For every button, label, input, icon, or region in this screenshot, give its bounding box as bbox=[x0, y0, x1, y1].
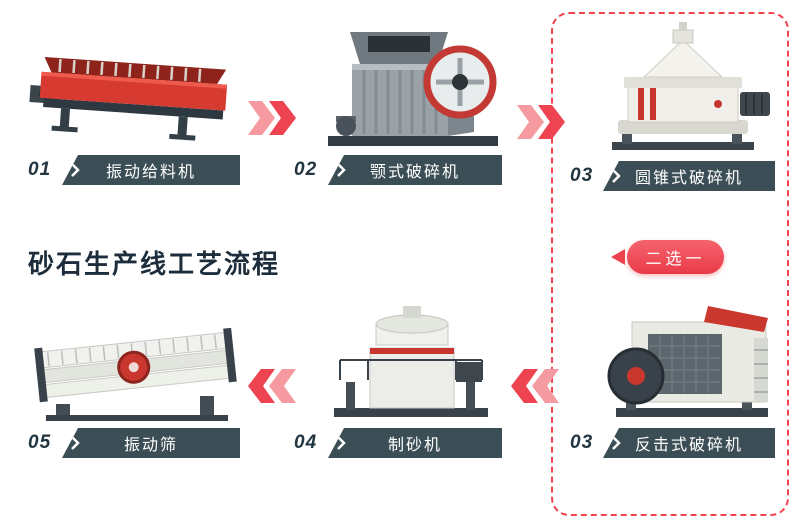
step-number: 04 bbox=[294, 432, 318, 453]
flow-arrow-right-icon bbox=[516, 103, 566, 141]
alternative-choice-outline bbox=[551, 12, 789, 516]
step-label-ribbon: 制砂机 bbox=[328, 428, 502, 458]
sand-making-machine-illustration bbox=[316, 298, 503, 425]
flow-arrow-left-icon bbox=[510, 367, 560, 405]
chevron-right-icon bbox=[337, 436, 346, 450]
step-label-ribbon: 反击式破碎机 bbox=[603, 428, 775, 458]
step-label-ribbon: 颚式破碎机 bbox=[328, 155, 502, 185]
step-label-ribbon: 振动给料机 bbox=[62, 155, 240, 185]
step-label-ribbon: 圆锥式破碎机 bbox=[603, 161, 775, 191]
step-number: 03 bbox=[570, 165, 594, 186]
step-number: 03 bbox=[570, 432, 594, 453]
chevron-right-icon bbox=[612, 436, 621, 450]
chevron-right-icon bbox=[71, 163, 80, 177]
flow-arrow-left-icon bbox=[247, 367, 297, 405]
impact-crusher-illustration bbox=[590, 298, 782, 425]
vibrating-screen-illustration bbox=[28, 312, 245, 424]
choice-badge-pointer-icon bbox=[611, 249, 625, 265]
step-label: 制砂机 bbox=[387, 437, 442, 454]
jaw-crusher-illustration bbox=[320, 18, 507, 152]
page-title: 砂石生产线工艺流程 bbox=[28, 249, 281, 279]
choice-badge: 二选一 bbox=[627, 240, 724, 274]
cone-crusher-illustration bbox=[598, 20, 775, 157]
step-label: 振动筛 bbox=[123, 437, 178, 454]
step-label: 圆锥式破碎机 bbox=[634, 170, 743, 187]
step-number: 02 bbox=[294, 159, 318, 180]
chevron-right-icon bbox=[612, 169, 621, 183]
vibrating-feeder-illustration bbox=[28, 45, 235, 147]
chevron-right-icon bbox=[337, 163, 346, 177]
step-label: 振动给料机 bbox=[105, 164, 196, 181]
step-number: 05 bbox=[28, 432, 52, 453]
flow-arrow-right-icon bbox=[247, 99, 297, 137]
step-label: 反击式破碎机 bbox=[634, 437, 743, 454]
step-label-ribbon: 振动筛 bbox=[62, 428, 240, 458]
step-number: 01 bbox=[28, 159, 52, 180]
chevron-right-icon bbox=[71, 436, 80, 450]
step-label: 颚式破碎机 bbox=[369, 164, 460, 181]
